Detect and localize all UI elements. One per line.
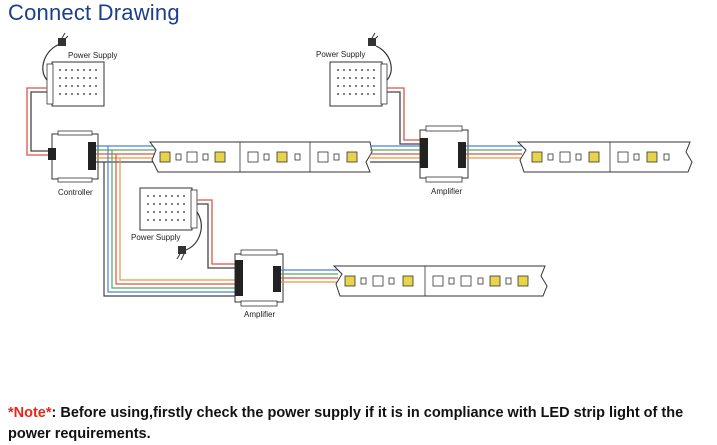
amplifier-2-label: Amplifier [244, 310, 275, 319]
controller: Controller [48, 130, 99, 197]
note-label: *Note* [8, 405, 52, 421]
amplifier-1: Amplifier [419, 125, 469, 196]
connection-diagram: Power Supply Controller [26, 32, 693, 319]
power-supply-2: Power Supply [316, 32, 392, 107]
led-strip-1 [149, 141, 373, 173]
amplifier-2: Amplifier [234, 249, 284, 319]
amplifier-1-label: Amplifier [431, 187, 462, 196]
led-strip-2 [516, 141, 693, 173]
plug-icon [368, 32, 379, 46]
plug-icon [58, 32, 69, 46]
power-supply-3: Power Supply [131, 187, 202, 261]
note: *Note*: Before using,firstly check the p… [8, 403, 708, 445]
power-supply-3-label: Power Supply [131, 233, 180, 242]
plug-icon [176, 246, 186, 261]
power-supply-1-label: Power Supply [68, 51, 117, 60]
power-supply-1: Power Supply [42, 32, 117, 107]
led-strip-3 [332, 265, 548, 297]
diagram-title: Connect Drawing [8, 0, 180, 25]
power-supply-2-label: Power Supply [316, 50, 365, 59]
note-text: : Before using,firstly check the power s… [8, 405, 684, 442]
controller-label: Controller [58, 188, 93, 197]
